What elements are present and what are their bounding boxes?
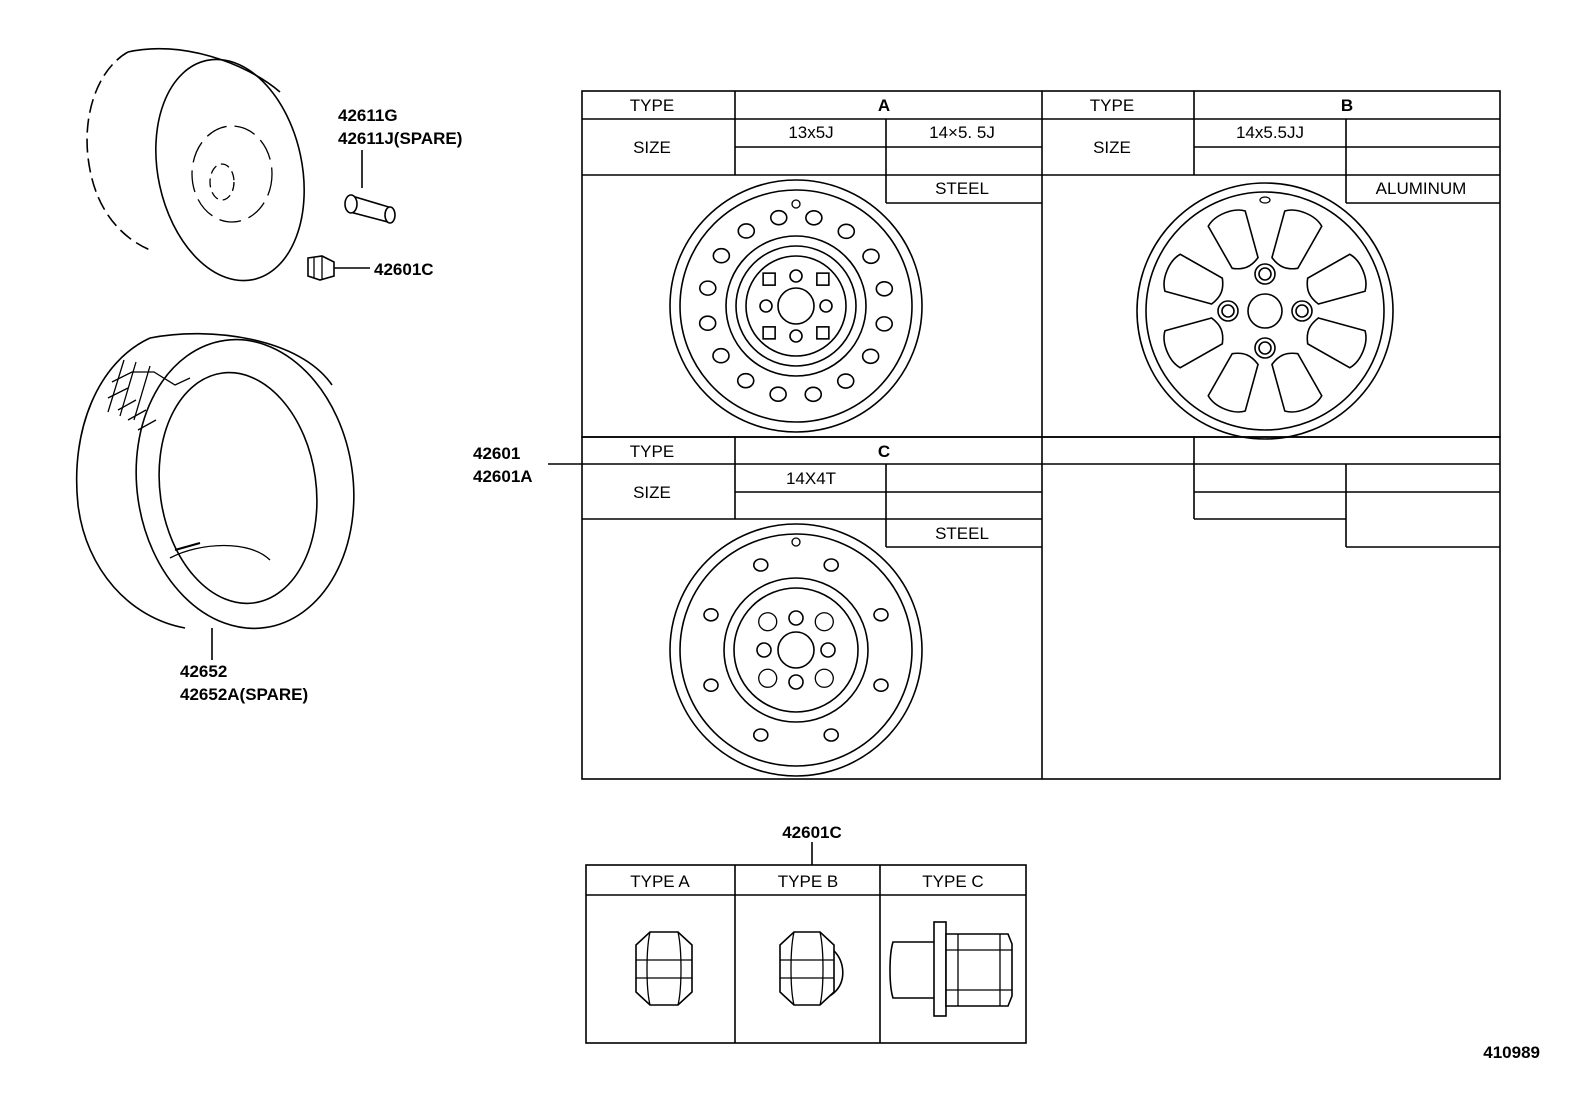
vent-hole: [736, 372, 755, 389]
callout-valve-cap: 42601C: [374, 260, 434, 279]
vent-hole: [837, 223, 856, 240]
vent-hole: [823, 558, 840, 572]
type-b-header: B: [1341, 96, 1353, 115]
vent-hole: [703, 607, 719, 622]
lug-hole: [756, 642, 772, 658]
lug-hole: [788, 674, 804, 690]
nut-col-type-c: TYPE C: [922, 872, 983, 891]
valve-cap-icon: [307, 255, 370, 281]
type-c-header: C: [878, 442, 890, 461]
hub-slot: [814, 612, 834, 632]
hub-slot: [814, 668, 834, 688]
lug-boss: [1254, 337, 1276, 359]
spoke-window: [1163, 317, 1224, 369]
callout-nut-group: 42601C: [782, 823, 842, 842]
top-size-label-b: SIZE: [1093, 138, 1131, 157]
type-a-header: A: [878, 96, 890, 115]
steel-wheel-type-c: [669, 523, 923, 777]
vent-hole: [703, 678, 719, 693]
lug-hole: [1258, 267, 1272, 281]
lug-nut-type-c-icon: [889, 921, 1013, 1017]
vent-hole: [836, 373, 855, 389]
hub-slot: [762, 326, 776, 340]
vent-hole: [752, 558, 769, 572]
lug-hole: [788, 610, 804, 626]
vent-hole: [873, 607, 889, 622]
tire-illustration: [75, 332, 355, 660]
top-type-label: TYPE: [630, 96, 674, 115]
top-type-label-b: TYPE: [1090, 96, 1134, 115]
spoke-window: [1306, 317, 1367, 369]
spoke-window: [1271, 352, 1323, 413]
vent-hole: [769, 386, 787, 403]
lug-hole: [1295, 304, 1309, 318]
callout-wheel-1: 42601: [473, 444, 520, 463]
aluminum-wheel-type-b: [1136, 182, 1394, 440]
callout-tire-1: 42652: [180, 662, 227, 681]
diagram-number: 410989: [1483, 1043, 1540, 1062]
spoke-window: [1207, 209, 1259, 270]
lug-boss: [1217, 300, 1239, 322]
steel-wheel-type-a: [669, 179, 923, 433]
vent-hole: [873, 678, 889, 693]
callout-wheel-2: 42601A: [473, 467, 533, 486]
hub-slot: [816, 272, 830, 286]
lug-hole: [1258, 341, 1272, 355]
lug-nut-type-b-icon: [779, 931, 844, 1006]
hub-slot: [816, 326, 830, 340]
vent-hole: [712, 247, 731, 264]
vent-hole: [875, 280, 894, 297]
callout-valve-1: 42611G: [338, 106, 398, 125]
hub-slot: [758, 668, 778, 688]
lug-nut-type-a-icon: [635, 931, 693, 1006]
lug-boss: [1254, 263, 1276, 285]
callout-tire-2: 42652A(SPARE): [180, 685, 308, 704]
top-size-label: SIZE: [633, 138, 671, 157]
vent-hole: [823, 728, 840, 742]
wheel-type-table-mid: [581, 436, 1501, 780]
spoke-window: [1306, 253, 1367, 305]
lug-hole: [1221, 304, 1235, 318]
vent-hole: [698, 280, 717, 296]
type-c-material: STEEL: [935, 524, 989, 543]
wheel-assembly-illustration: [86, 47, 305, 282]
spoke-window: [1207, 352, 1259, 413]
type-a-material: STEEL: [935, 179, 989, 198]
vent-hole: [769, 209, 788, 226]
vent-hole: [752, 728, 769, 742]
type-c-size-1: 14X4T: [786, 469, 836, 488]
vent-hole: [875, 316, 894, 332]
vent-hole: [862, 248, 880, 265]
vent-hole: [698, 315, 717, 332]
nut-col-type-a: TYPE A: [630, 872, 690, 891]
lug-hole: [820, 642, 836, 658]
vent-hole: [861, 348, 880, 365]
vent-hole: [805, 209, 823, 226]
vent-hole: [804, 386, 823, 403]
mid-size-label: SIZE: [633, 483, 671, 502]
wheel-type-table-top: [581, 90, 1501, 438]
lug-hole: [759, 299, 773, 313]
spoke-window: [1271, 209, 1323, 270]
mid-type-label: TYPE: [630, 442, 674, 461]
hub-slot: [758, 612, 778, 632]
type-a-size-1: 13x5J: [788, 123, 833, 142]
lug-hole: [789, 269, 803, 283]
lug-boss: [1291, 300, 1313, 322]
lug-hole: [819, 299, 833, 313]
valve-stem-icon: [344, 150, 396, 224]
vent-hole: [737, 223, 756, 239]
type-b-size-1: 14x5.5JJ: [1236, 123, 1304, 142]
callout-valve-2: 42611J(SPARE): [338, 129, 462, 148]
hub-slot: [762, 272, 776, 286]
type-b-material: ALUMINUM: [1376, 179, 1467, 198]
type-a-size-2: 14×5. 5J: [929, 123, 995, 142]
spoke-window: [1163, 253, 1224, 305]
lug-nut-table: [585, 842, 1027, 1044]
lug-hole: [789, 329, 803, 343]
nut-col-type-b: TYPE B: [778, 872, 838, 891]
vent-hole: [712, 347, 730, 364]
